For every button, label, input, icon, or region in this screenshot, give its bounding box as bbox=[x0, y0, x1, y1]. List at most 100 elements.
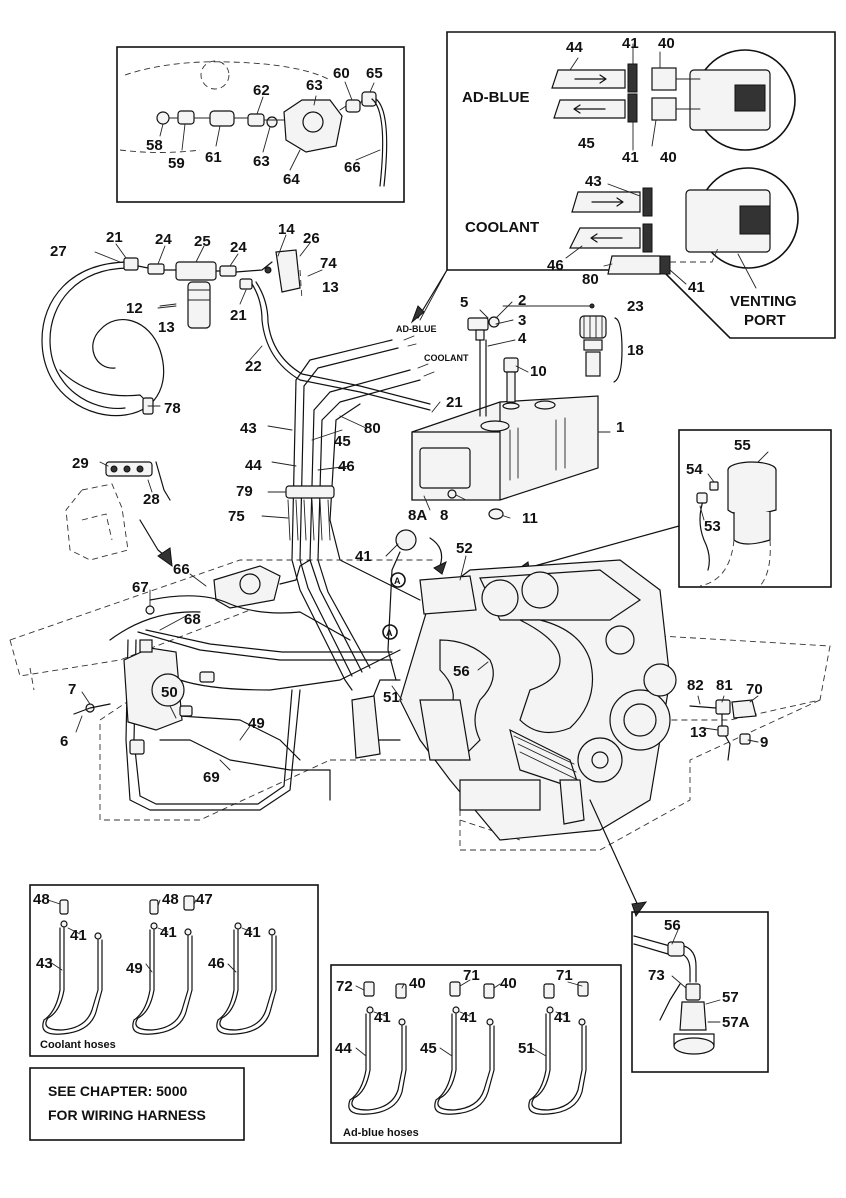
label-ad-blue-small: AD-BLUE bbox=[396, 324, 437, 334]
callout-44: 44 bbox=[566, 39, 583, 56]
callout-18: 18 bbox=[627, 342, 644, 359]
callout-27: 27 bbox=[50, 243, 67, 260]
callout-48: 48 bbox=[33, 891, 50, 908]
callout-46: 46 bbox=[208, 955, 225, 972]
callout-63: 63 bbox=[306, 77, 323, 94]
callout-52: 52 bbox=[456, 540, 473, 557]
callout-26: 26 bbox=[303, 230, 320, 247]
tank-1: 5 2 3 4 23 18 10 21 1 8A 8 11 bbox=[408, 292, 644, 527]
callout-43: 43 bbox=[240, 420, 257, 437]
callout-41: 41 bbox=[460, 1009, 477, 1026]
callout-68: 68 bbox=[184, 611, 201, 628]
callout-41: 41 bbox=[355, 548, 372, 565]
inset-sensor-detail: 56 73 57 57A bbox=[631, 911, 769, 1073]
callout-14: 14 bbox=[278, 221, 295, 238]
callout-13: 13 bbox=[690, 724, 707, 741]
callout-53: 53 bbox=[704, 518, 721, 535]
callout-45: 45 bbox=[334, 433, 351, 450]
callout-44: 44 bbox=[335, 1040, 352, 1057]
callout-67: 67 bbox=[132, 579, 149, 596]
callout-41: 41 bbox=[622, 35, 639, 52]
callout-6: 6 bbox=[60, 733, 68, 750]
fitting-58 bbox=[156, 111, 170, 125]
sender-unit-4 bbox=[467, 316, 500, 417]
callout-55: 55 bbox=[734, 437, 751, 454]
caption-adblue-hoses: Ad-blue hoses bbox=[343, 1127, 419, 1139]
label-coolant-small: COOLANT bbox=[424, 353, 469, 363]
callout-78: 78 bbox=[164, 400, 181, 417]
callout-40: 40 bbox=[500, 975, 517, 992]
callout-41: 41 bbox=[70, 927, 87, 944]
callout-40: 40 bbox=[660, 149, 677, 166]
callout-41: 41 bbox=[688, 279, 705, 296]
callout-61: 61 bbox=[205, 149, 222, 166]
callout-65: 65 bbox=[366, 65, 383, 82]
callout-56: 56 bbox=[453, 663, 470, 680]
callout-47: 47 bbox=[196, 891, 213, 908]
callout-54: 54 bbox=[686, 461, 703, 478]
callout-40: 40 bbox=[409, 975, 426, 992]
inset-adblue-hoses: 72 40 41 44 71 40 41 45 71 41 51 Ad-blue… bbox=[330, 964, 622, 1144]
callout-45: 45 bbox=[420, 1040, 437, 1057]
callout-80: 80 bbox=[582, 271, 599, 288]
heater-50 bbox=[123, 639, 185, 755]
engine: A A 41 52 56 51 bbox=[351, 529, 677, 841]
callout-3: 3 bbox=[518, 312, 526, 329]
callout-48: 48 bbox=[162, 891, 179, 908]
note-line-1: SEE CHAPTER: 5000 bbox=[48, 1083, 187, 1099]
callout-28: 28 bbox=[143, 491, 160, 508]
inset-air-intake-detail: 55 54 53 bbox=[678, 429, 832, 588]
fitting-63 bbox=[266, 116, 278, 128]
callout-41: 41 bbox=[244, 924, 261, 941]
callout-79: 79 bbox=[236, 483, 253, 500]
marker-a: A bbox=[386, 628, 393, 638]
label-port: PORT bbox=[744, 312, 786, 329]
hose-bundle: 43 80 45 44 46 79 75 bbox=[228, 335, 435, 691]
callout-51: 51 bbox=[518, 1040, 535, 1057]
callout-73: 73 bbox=[648, 967, 665, 984]
callout-60: 60 bbox=[333, 65, 350, 82]
callout-41: 41 bbox=[554, 1009, 571, 1026]
callout-51: 51 bbox=[383, 689, 400, 706]
inset-tank-connections: AD-BLUE COOLANT 44 41 40 45 41 40 bbox=[419, 31, 836, 339]
callout-24: 24 bbox=[155, 231, 172, 248]
callout-57a: 57A bbox=[722, 1014, 750, 1031]
callout-2: 2 bbox=[518, 292, 526, 309]
callout-23: 23 bbox=[627, 298, 644, 315]
label-venting: VENTING bbox=[730, 293, 797, 310]
callout-50: 50 bbox=[161, 684, 178, 701]
caption-coolant-hoses: Coolant hoses bbox=[40, 1039, 116, 1051]
label-coolant: COOLANT bbox=[465, 219, 539, 236]
coiled-hose-assembly: 27 21 24 25 24 14 26 74 13 12 13 21 78 2… bbox=[41, 221, 431, 417]
callout-21: 21 bbox=[106, 229, 123, 246]
pressure-regulator-64 bbox=[283, 99, 343, 153]
callout-59: 59 bbox=[168, 155, 185, 172]
callout-69: 69 bbox=[203, 769, 220, 786]
callout-11: 11 bbox=[522, 510, 538, 527]
callout-12: 12 bbox=[126, 300, 143, 317]
callout-74: 74 bbox=[320, 255, 337, 272]
callout-58: 58 bbox=[146, 137, 163, 154]
inset-coolant-hoses: 48 41 43 48 47 41 49 41 46 Coolant hoses bbox=[29, 884, 319, 1057]
callout-8: 8 bbox=[440, 507, 448, 524]
callout-80: 80 bbox=[364, 420, 381, 437]
relay-29: 29 28 bbox=[65, 455, 173, 568]
marker-a: A bbox=[394, 576, 401, 586]
callout-49: 49 bbox=[248, 715, 265, 732]
callout-45: 45 bbox=[578, 135, 595, 152]
fitting-59 bbox=[177, 110, 195, 125]
callout-72: 72 bbox=[336, 978, 353, 995]
callout-13: 13 bbox=[158, 319, 175, 336]
fitting-61 bbox=[209, 110, 235, 127]
callout-40: 40 bbox=[658, 35, 675, 52]
note-box: SEE CHAPTER: 5000 FOR WIRING HARNESS bbox=[29, 1067, 245, 1141]
callout-21: 21 bbox=[230, 307, 247, 324]
callout-22: 22 bbox=[245, 358, 262, 375]
callout-29: 29 bbox=[72, 455, 89, 472]
callout-63: 63 bbox=[253, 153, 270, 170]
callout-13: 13 bbox=[322, 279, 339, 296]
callout-62: 62 bbox=[253, 82, 270, 99]
callout-71: 71 bbox=[556, 967, 573, 984]
cap-18 bbox=[579, 315, 607, 377]
callout-25: 25 bbox=[194, 233, 211, 250]
